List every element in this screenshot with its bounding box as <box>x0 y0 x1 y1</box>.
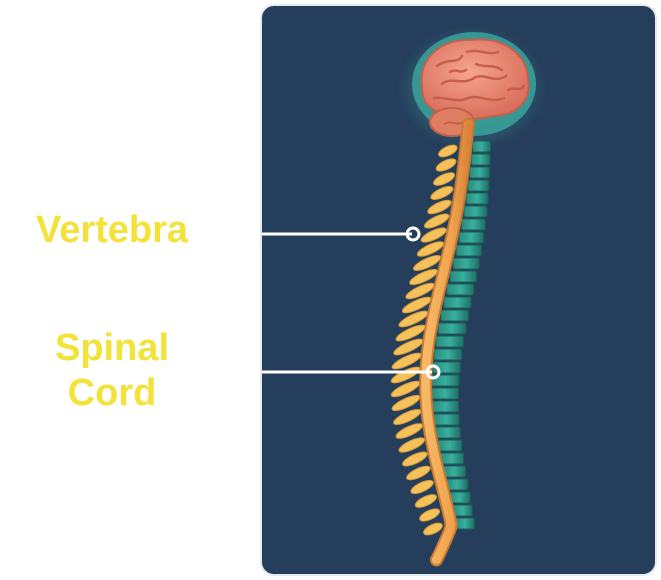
vertebra-body <box>458 231 485 244</box>
vertebra-process <box>438 144 458 158</box>
pointer-overlay <box>262 226 441 380</box>
vertebra-process <box>410 479 434 495</box>
vertebra-body <box>465 192 489 205</box>
vertebra-process <box>419 508 441 522</box>
vertebra-process <box>433 172 456 186</box>
illustration-panel <box>260 4 657 576</box>
vertebra-body <box>437 322 467 335</box>
spine-column <box>390 117 491 567</box>
spinal-cord-label-line1: Spinal <box>54 327 170 369</box>
vertebra-body <box>469 166 491 179</box>
vertebra-body <box>435 335 465 348</box>
spinal-cord <box>421 119 473 565</box>
vertebra-body <box>463 205 488 218</box>
vertebra-body <box>461 218 486 231</box>
vertebra-body <box>455 244 482 257</box>
vertebra-body <box>452 257 480 270</box>
vertebra-process <box>423 213 450 229</box>
vertebra-process <box>427 199 452 215</box>
vertebra-pointer-dot <box>405 226 421 242</box>
vertebra-process <box>420 227 447 243</box>
vertebra-body <box>440 309 469 322</box>
spinal-cord-label: Spinal Cord <box>12 326 212 416</box>
vertebra-process <box>398 437 426 453</box>
vertebra-body <box>443 296 472 309</box>
vertebra-process <box>416 241 445 257</box>
vertebra-body <box>467 179 490 192</box>
vertebra-body <box>433 348 463 361</box>
spinal-cord-label-line2: Cord <box>67 372 157 414</box>
vertebra-process <box>430 185 454 201</box>
vertebra-process <box>435 158 457 172</box>
vertebra-label: Vertebra <box>35 209 189 251</box>
vertebra-body <box>472 140 491 153</box>
spine-illustration <box>390 26 547 567</box>
spinal-cord-pointer-dot <box>425 364 441 380</box>
vertebra-process <box>406 465 431 481</box>
vertebra-body <box>446 283 475 296</box>
vertebra-body <box>470 153 491 166</box>
vertebra-process <box>395 423 423 439</box>
vertebra-process <box>413 255 442 271</box>
vertebra-body <box>449 270 478 283</box>
vertebra-process <box>414 494 437 508</box>
vertebra-process <box>402 451 428 467</box>
vertebra-process <box>423 522 443 536</box>
